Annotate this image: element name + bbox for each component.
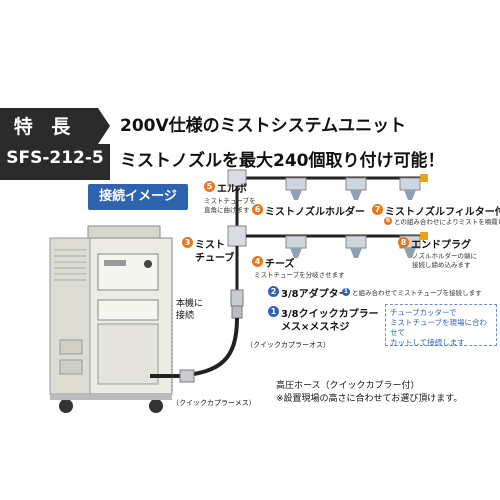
mist-unit-machine	[49, 225, 173, 413]
coupler-female-label: （クイックカプラーメス）	[172, 399, 256, 407]
part-8-desc2: 接続し締め込みます	[412, 261, 471, 269]
part-8-name: エンドプラグ	[411, 240, 471, 251]
headline-2: ミストノズルを最大240個取り付け可能！	[120, 151, 445, 171]
part-7-name: ミストノズルフィルター付	[385, 207, 500, 218]
hose-label: 高圧ホース（クイックカプラー付）	[276, 381, 420, 391]
note-line-2: ミストチューブを現場に合わせて	[390, 318, 488, 337]
part-5-name: エルボ	[217, 184, 247, 195]
part-7-ref-number: 6	[384, 217, 392, 225]
model-number: SFS-212-5	[6, 148, 104, 168]
part-2-desc: と組み合わせてミストチューブを接続します	[352, 289, 482, 297]
part-5-desc2: 直角に曲げます	[204, 206, 250, 214]
feature-label: 特 長	[13, 116, 77, 138]
part-2-number: 2	[268, 286, 279, 297]
main-unit-label-2: 接続	[176, 311, 195, 321]
note-line-1: チューブカッターで	[390, 308, 457, 317]
part-1-name1: 3/8クイックカプラー	[281, 309, 379, 320]
part-1-name2: メス×メスネジ	[281, 322, 350, 333]
part-7-desc: との組み合わせによりミストを噴霧します	[394, 218, 500, 226]
main-unit-label-1: 本機に	[176, 299, 204, 309]
part-5-desc1: ミストチューブを	[204, 197, 256, 205]
part-4-name: チーズ	[265, 259, 295, 270]
part-4-number: 4	[252, 256, 263, 267]
feature-tab	[0, 108, 98, 144]
part-4-desc: ミストチューブを分岐させます	[254, 271, 345, 279]
model-tab	[0, 144, 110, 180]
connection-image-badge: 接続イメージ	[88, 184, 188, 210]
part-3-name1: ミスト	[195, 240, 225, 251]
part-3-number: 3	[182, 237, 193, 248]
part-8-number: 8	[398, 237, 409, 248]
part-3-name2: チューブ	[195, 253, 235, 264]
part-6-number: 6	[252, 204, 263, 215]
hose-note: ※設置現場の高さに合わせてお選び頂けます。	[276, 394, 463, 404]
part-5-number: 5	[204, 181, 215, 192]
headline-1: 200V仕様のミストシステムユニット	[120, 116, 407, 136]
part-2-name: 3/8アダプター	[281, 289, 349, 300]
part-6-name: ミストノズルホルダー	[265, 207, 365, 218]
feature-tab-arrow	[98, 108, 110, 144]
coupler-male-label: （クイックカプラーオス）	[246, 341, 330, 349]
part-1-number: 1	[268, 306, 279, 317]
part-2-ref-number: 1	[342, 288, 350, 296]
part-7-number: 7	[372, 204, 383, 215]
tube-cutter-note: チューブカッターで ミストチューブを現場に合わせて カットして接続します	[385, 304, 497, 347]
note-line-3: カットして接続します	[390, 338, 465, 347]
part-8-desc1: ノズルホルダーの端に	[412, 252, 477, 260]
